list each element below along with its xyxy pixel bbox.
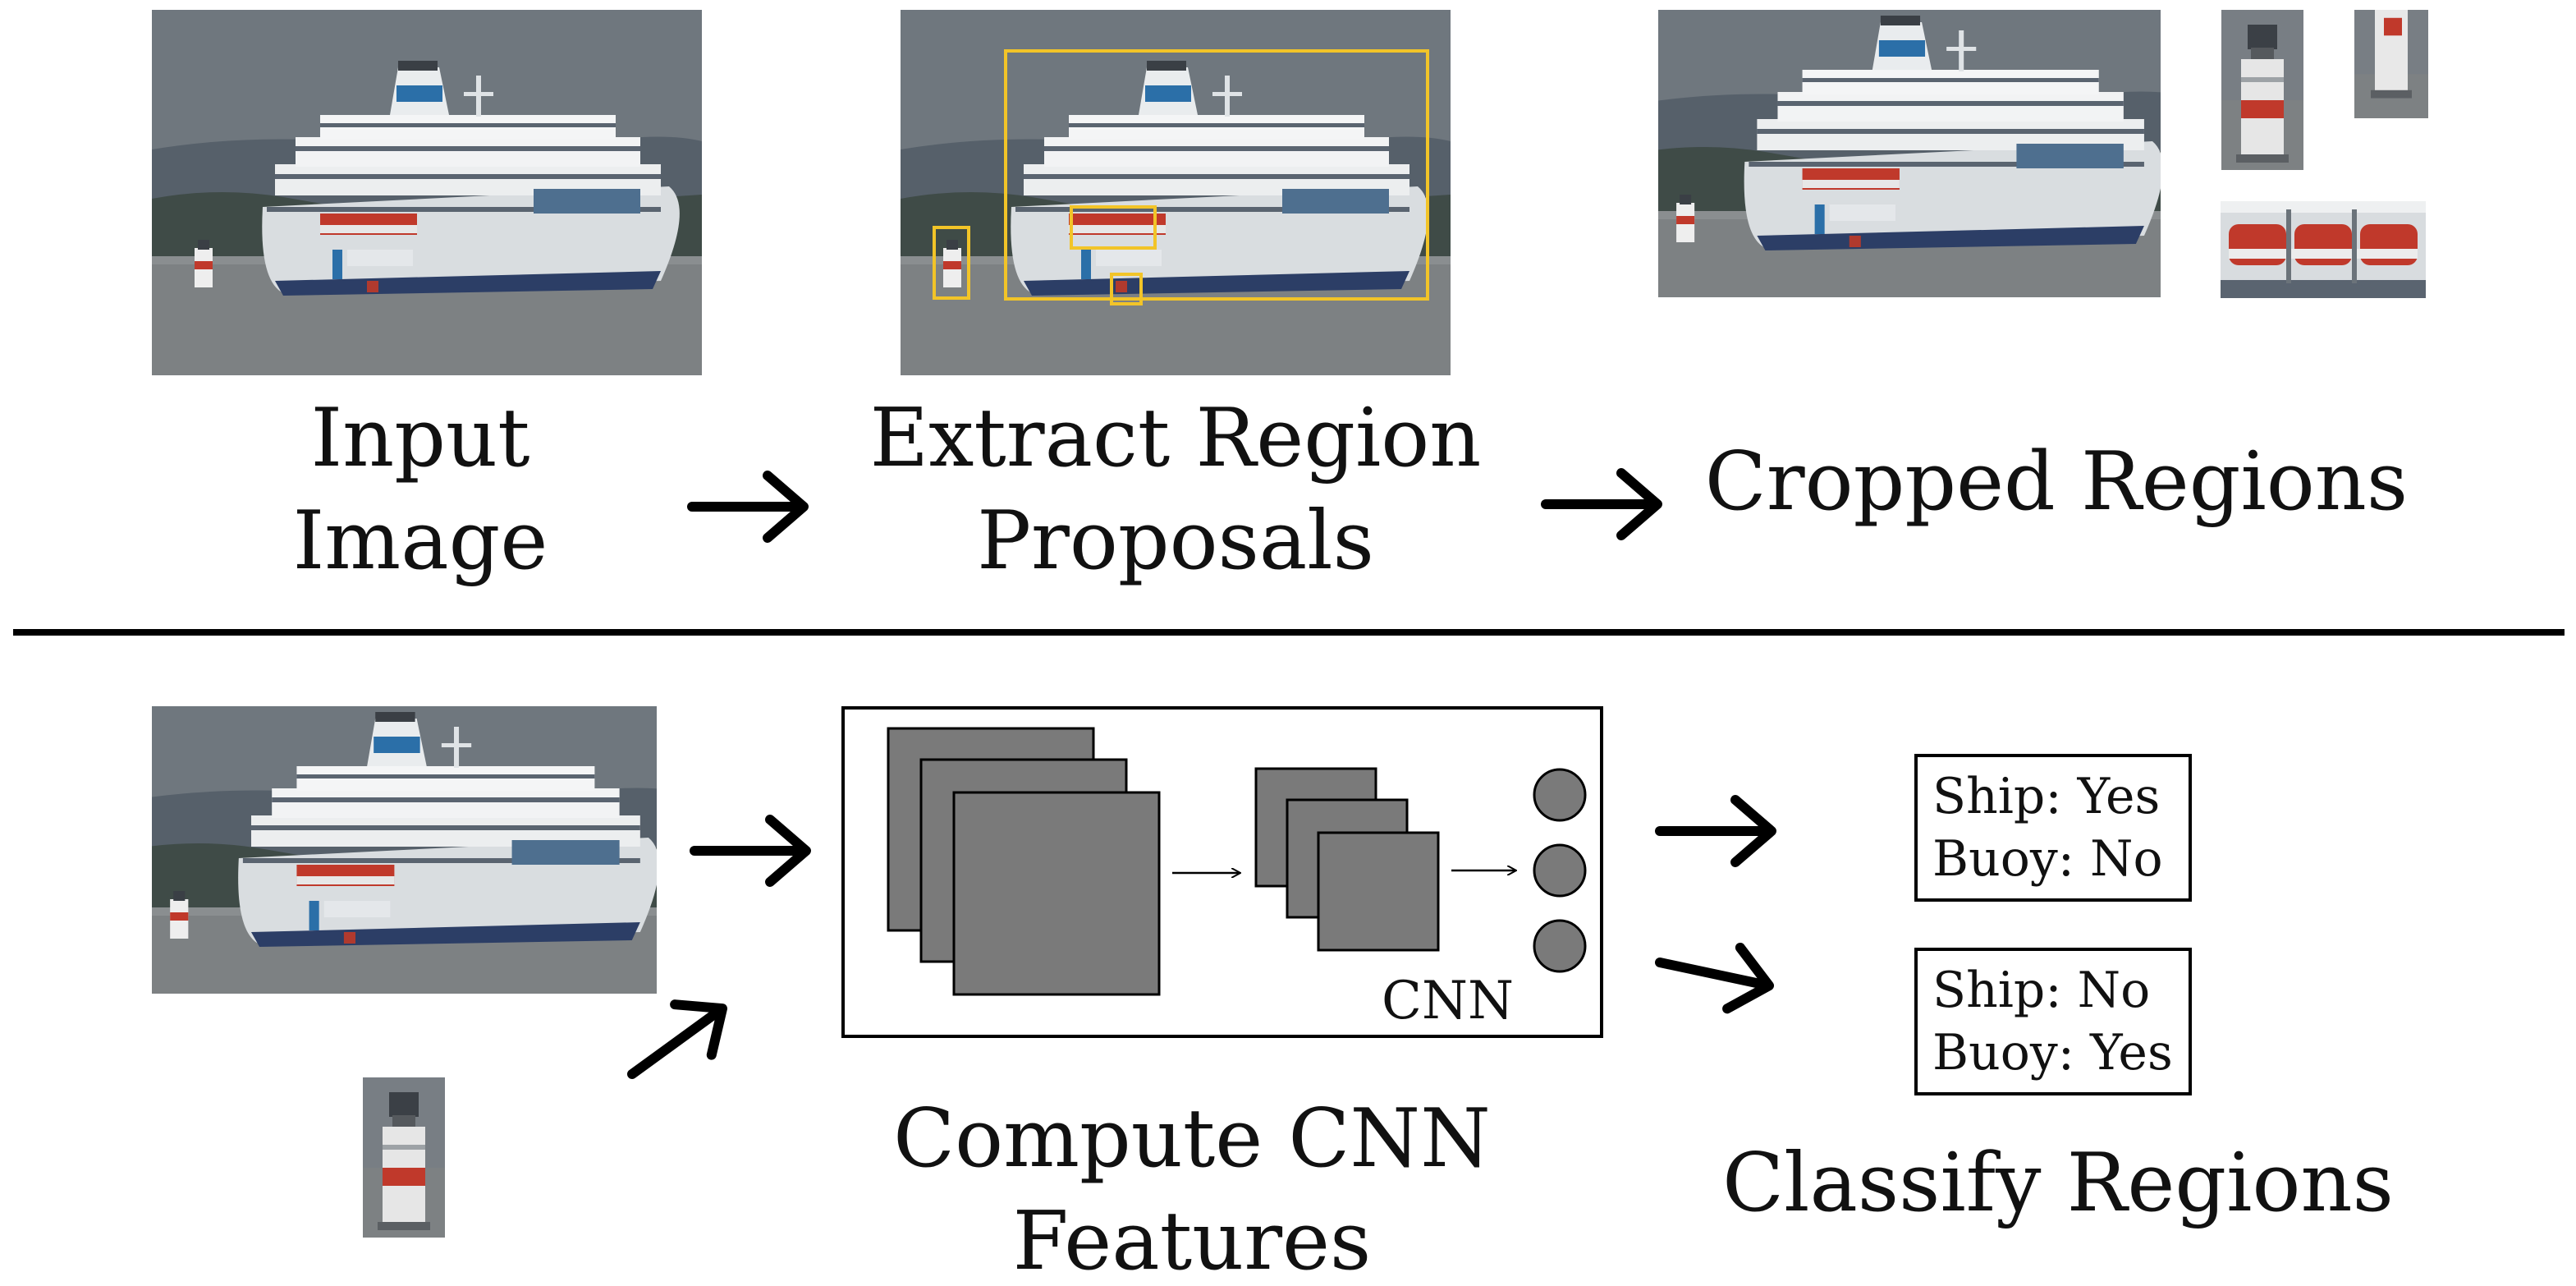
conv-feature-maps-large (887, 727, 1161, 996)
result-ship-line2: Buoy: No (1932, 830, 2163, 888)
arrow-cnn-to-result-2 (1653, 932, 1776, 1017)
input-image-label-line1: Input (310, 392, 529, 485)
output-neuron-1 (1533, 768, 1587, 822)
compute-features-label-line1: Compute CNN (893, 1092, 1491, 1186)
warped-ship-photo (152, 706, 657, 994)
classify-regions-label: Classify Regions (1722, 1137, 2394, 1230)
proposal-image-photo (901, 10, 1451, 375)
result-buoy-line2: Buoy: Yes (1932, 1024, 2173, 1082)
arrow-lighthouse-to-cnn (614, 983, 741, 1099)
arrow-proposals-to-crops (1546, 473, 1657, 535)
cnn-box: CNN (841, 706, 1603, 1038)
region-proposal-boxes (933, 49, 1429, 305)
cropped-ship-photo (1658, 10, 2161, 297)
output-neuron-2 (1533, 843, 1587, 898)
cnn-label: CNN (1382, 971, 1514, 1031)
cropped-lifeboats-photo (2221, 201, 2426, 298)
proposal-box-lighthouse (933, 226, 970, 300)
warped-lighthouse-photo (363, 1077, 445, 1238)
proposal-box-lifeboats (1070, 205, 1157, 250)
proposal-box-buoy (1110, 273, 1143, 305)
result-ship-line1: Ship: Yes (1932, 768, 2160, 825)
arrow-ship-to-cnn (694, 820, 806, 882)
result-box-buoy: Ship: No Buoy: Yes (1914, 948, 2192, 1095)
compute-features-label-line2: Features (1013, 1195, 1372, 1286)
input-image-photo (152, 10, 702, 375)
arrow-cnn-to-result-1 (1660, 800, 1772, 862)
cropped-regions-label: Cropped Regions (1705, 435, 2408, 529)
extract-proposals-label-line2: Proposals (977, 494, 1374, 588)
cropped-lighthouse-photo (2221, 10, 2303, 170)
cropped-buoy-photo (2354, 10, 2428, 118)
conv-feature-maps-small (1254, 767, 1440, 952)
input-image-label-line2: Image (293, 494, 548, 588)
output-neuron-3 (1533, 919, 1587, 973)
result-buoy-line1: Ship: No (1932, 962, 2150, 1019)
arrow-input-to-proposals (692, 475, 804, 538)
extract-proposals-label-line1: Extract Region (870, 392, 1482, 485)
result-box-ship: Ship: Yes Buoy: No (1914, 754, 2192, 902)
proposal-box-ship (1004, 49, 1429, 301)
fc-output-neurons (1533, 768, 1587, 973)
